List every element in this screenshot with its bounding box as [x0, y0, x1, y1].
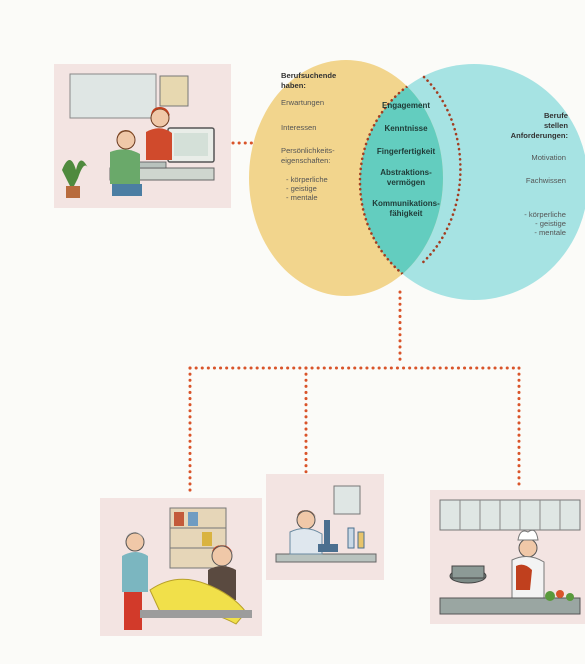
left-sub-item-3: - mentale	[286, 193, 318, 202]
overlap-text: Engagement Kenntnisse Fingerfertigkeit A…	[372, 101, 440, 218]
laboratory-illustration	[266, 474, 384, 580]
right-sub-item-2: - geistige	[535, 219, 566, 228]
right-heading-line-2: stellen	[544, 121, 568, 130]
overlap-item-4: Abstraktions-	[380, 168, 432, 177]
overlap-item-1: Engagement	[382, 101, 430, 110]
left-item-2: Interessen	[281, 123, 316, 132]
office-desk-illustration	[54, 64, 231, 208]
right-heading-line-1: Berufe	[544, 111, 568, 120]
left-heading-line-2: haben:	[281, 81, 306, 90]
overlap-item-2: Kenntnisse	[384, 124, 428, 133]
overlap-item-6: Kommunikations-	[372, 199, 440, 208]
job-seeker-text: Berufsuchende haben: Erwartungen Interes…	[281, 71, 336, 202]
overlap-item-5: vermögen	[387, 178, 425, 187]
right-heading-line-3: Anforderungen:	[511, 131, 568, 140]
overlap-region	[360, 64, 443, 296]
left-item-1: Erwartungen	[281, 98, 324, 107]
textile-shop-illustration	[100, 498, 262, 636]
right-item-2: Fachwissen	[526, 176, 566, 185]
connector-lines	[188, 141, 521, 496]
right-item-1: Motivation	[531, 153, 566, 162]
overlap-item-3: Fingerfertigkeit	[377, 147, 436, 156]
left-heading-line-1: Berufsuchende	[281, 71, 336, 80]
right-sub-item-1: - körperliche	[524, 210, 566, 219]
left-item-3: Persönlichkeits-	[281, 146, 335, 155]
left-item-4: eigenschaften:	[281, 156, 330, 165]
left-sub-item-1: - körperliche	[286, 175, 328, 184]
overlap-item-7: fähigkeit	[390, 209, 423, 218]
kitchen-illustration	[430, 490, 585, 624]
job-requirements-text: Berufe stellen Anforderungen: Motivation…	[511, 111, 569, 237]
right-sub-item-3: - mentale	[534, 228, 566, 237]
venn-diagram	[249, 60, 585, 300]
left-sub-item-2: - geistige	[286, 184, 317, 193]
